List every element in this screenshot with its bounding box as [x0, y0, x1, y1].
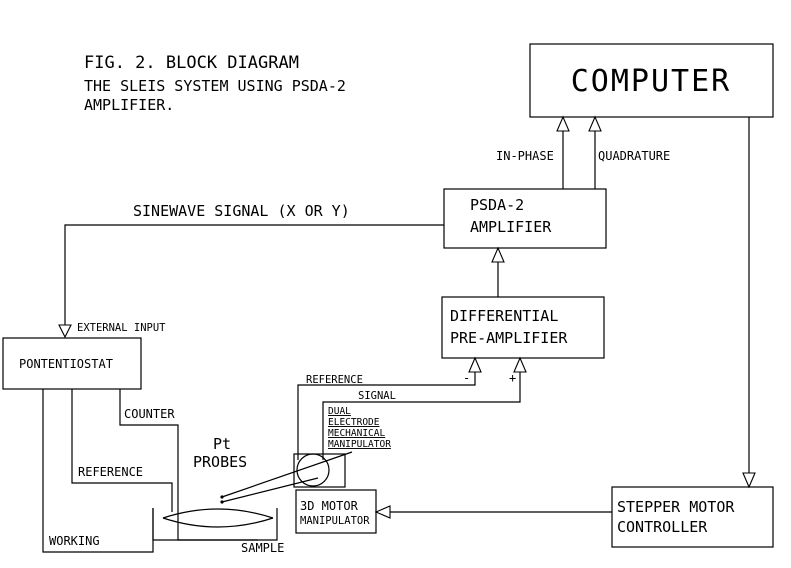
psda-label-line1: PSDA-2 [470, 196, 524, 214]
probes-label: PROBES [193, 453, 247, 471]
in-phase-label: IN-PHASE [496, 149, 554, 163]
stepper-label-line2: CONTROLLER [617, 518, 708, 536]
plus-label: + [509, 371, 516, 385]
sinewave-label: SINEWAVE SIGNAL (X OR Y) [133, 202, 350, 220]
manipulator-label-line3: MECHANICAL [328, 428, 385, 439]
figure-title: FIG. 2. BLOCK DIAGRAM [84, 53, 299, 73]
motor3d-label-line2: MANIPULATOR [300, 515, 370, 527]
working-label: WORKING [49, 534, 100, 548]
motor3d-label-line1: 3D MOTOR [300, 499, 359, 513]
pt-label: Pt [213, 435, 231, 453]
diff-label-line2: PRE-AMPLIFIER [450, 329, 568, 347]
reference-lead [71, 389, 173, 512]
stepper-controller-block: STEPPER MOTOR CONTROLLER [611, 486, 774, 548]
figure-subtitle-line1: THE SLEIS SYSTEM USING PSDA-2 [84, 77, 346, 95]
manipulator-label-line1: DUAL [328, 406, 351, 417]
signal-label: SIGNAL [358, 390, 396, 402]
quadrature-label: QUADRATURE [598, 149, 670, 163]
probe-tip-upper [220, 495, 224, 499]
probe-tip-lower [220, 500, 224, 504]
probe-upper [221, 451, 353, 498]
sample-lens-bottom [162, 517, 274, 528]
holder-octagon [296, 453, 330, 487]
preamp-to-psda-arrowhead [491, 246, 505, 263]
minus-label: - [463, 371, 470, 385]
sample-label: SAMPLE [241, 541, 284, 555]
potentiostat-block: PONTENTIOSTAT [2, 337, 142, 390]
manipulator-label-line4: MANIPULATOR [328, 439, 391, 450]
computer-block: COMPUTER [529, 43, 774, 118]
cell-vessel [152, 508, 278, 541]
figure-subtitle-line2: AMPLIFIER. [84, 96, 174, 114]
electrochemical-cell [152, 508, 278, 541]
reference-input-line [297, 372, 476, 460]
external-input-arrowhead [58, 324, 72, 339]
manipulator-label-line2: ELECTRODE [328, 417, 380, 428]
reference-top-label: REFERENCE [306, 374, 363, 386]
signal-input-line [322, 372, 521, 460]
stepper-label-line1: STEPPER MOTOR [617, 498, 735, 516]
reference-left-label: REFERENCE [78, 465, 143, 479]
sample-lens-top [162, 508, 274, 519]
stepper-to-motor-arrowhead [374, 505, 391, 519]
computer-label: COMPUTER [571, 64, 732, 99]
psda-label-line2: AMPLIFIER [470, 218, 552, 236]
motor-3d-block: 3D MOTOR MANIPULATOR [295, 489, 377, 534]
psda-amplifier-block: PSDA-2 AMPLIFIER [443, 188, 607, 249]
computer-to-stepper-arrowhead [742, 472, 756, 489]
counter-label: COUNTER [124, 407, 175, 421]
in-phase-arrowhead [556, 115, 570, 132]
differential-preamp-block: DIFFERENTIAL PRE-AMPLIFIER [441, 296, 605, 359]
counter-lead [119, 389, 179, 540]
sinewave-line [64, 224, 444, 325]
electrode-holder [293, 453, 346, 488]
external-input-label: EXTERNAL INPUT [77, 322, 166, 334]
signal-input-arrowhead [513, 356, 527, 373]
reference-input-arrowhead [468, 356, 482, 373]
quadrature-arrowhead [588, 115, 602, 132]
potentiostat-label: PONTENTIOSTAT [19, 357, 113, 371]
diff-label-line1: DIFFERENTIAL [450, 307, 558, 325]
